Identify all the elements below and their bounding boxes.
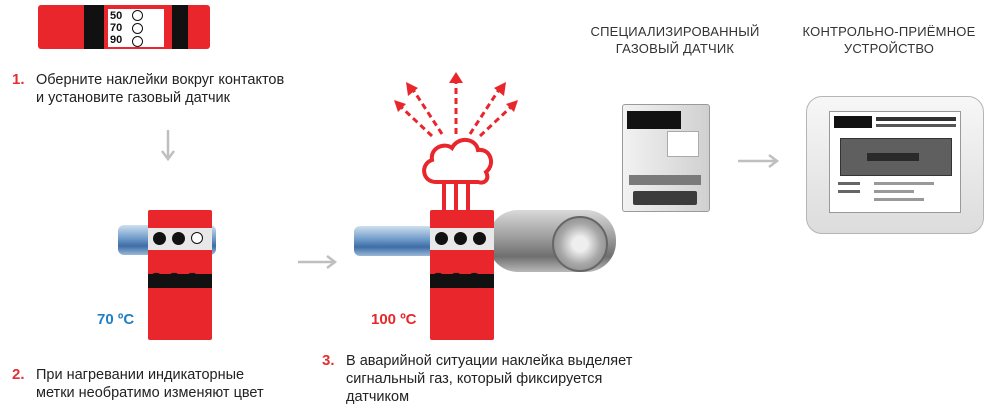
sensor-caption: СПЕЦИАЛИЗИРОВАННЫЙ ГАЗОВЫЙ ДАТЧИК bbox=[584, 23, 766, 57]
step2-line2: метки необратимо изменяют цвет bbox=[36, 385, 264, 401]
panel-screen-frame bbox=[829, 111, 961, 213]
panel-caption: КОНТРОЛЬНО-ПРИЁМНОЕ УСТРОЙСТВО bbox=[796, 23, 982, 57]
sticker-black-band bbox=[148, 274, 212, 288]
panel-display-digits bbox=[867, 153, 919, 161]
sticker-alarm-dot-70 bbox=[454, 232, 467, 245]
cable-right bbox=[354, 226, 444, 256]
panel-caption-line2: УСТРОЙСТВО bbox=[843, 41, 935, 56]
panel-logo-block bbox=[834, 116, 872, 128]
sticker-alarm-dot-90 bbox=[473, 232, 486, 245]
step1-line1: Оберните наклейки вокруг контактов bbox=[36, 72, 285, 88]
temp-100: 100 ºC bbox=[371, 311, 417, 328]
sticker-alarm-black-band bbox=[430, 274, 494, 288]
strip-dot-70 bbox=[132, 23, 143, 34]
arrow-right-icon bbox=[298, 255, 338, 269]
sticker-alarm-dot-band bbox=[430, 228, 494, 250]
sensor-label-black bbox=[627, 111, 681, 129]
sticker-alarm-dot-50 bbox=[435, 232, 448, 245]
panel-row-label-2 bbox=[838, 190, 860, 193]
step3-number: 3. bbox=[322, 352, 335, 369]
strip-label-area: 50 70 90 bbox=[108, 9, 164, 47]
sticker-dot-50 bbox=[153, 232, 166, 245]
sensor-din-rail bbox=[633, 191, 697, 205]
sticker-alarm: 50 70 90 bbox=[430, 210, 494, 340]
step1-line2: и установите газовый датчик bbox=[36, 90, 230, 106]
strip-band-left bbox=[84, 5, 104, 49]
panel-title-line bbox=[876, 117, 956, 121]
strip-mark-70: 70 bbox=[110, 22, 123, 34]
step3-text: В аварийной ситуации наклейка выделяет с… bbox=[346, 352, 632, 406]
sticker-dot-70 bbox=[172, 232, 185, 245]
gas-emission-icon bbox=[394, 72, 518, 212]
step3-line1: В аварийной ситуации наклейка выделяет bbox=[346, 353, 633, 369]
panel-row-value-2 bbox=[874, 190, 914, 193]
indicator-strip: 50 70 90 bbox=[38, 5, 210, 49]
sensor-label bbox=[667, 131, 699, 157]
panel-row-value-1 bbox=[874, 182, 934, 185]
gas-sensor-device bbox=[622, 104, 710, 212]
strip-mark-90: 90 bbox=[110, 34, 123, 46]
panel-subtitle-line bbox=[876, 124, 956, 127]
strip-band-right bbox=[172, 5, 188, 49]
sensor-caption-line1: СПЕЦИАЛИЗИРОВАННЫЙ bbox=[590, 24, 760, 39]
temp-70: 70 ºC bbox=[97, 311, 135, 328]
panel-display bbox=[840, 138, 952, 176]
sticker-heated: 50 70 90 bbox=[148, 210, 212, 340]
sensor-terminals bbox=[629, 175, 701, 185]
sticker-dot-band bbox=[148, 228, 212, 250]
panel-caption-line1: КОНТРОЛЬНО-ПРИЁМНОЕ bbox=[802, 24, 976, 39]
lug-bolt bbox=[552, 216, 608, 272]
sensor-caption-line2: ГАЗОВЫЙ ДАТЧИК bbox=[615, 41, 735, 56]
step2-text: При нагревании индикаторные метки необра… bbox=[36, 366, 264, 402]
arrow-down-icon bbox=[161, 130, 175, 162]
step2-line1: При нагревании индикаторные bbox=[36, 367, 245, 383]
step2-number: 2. bbox=[12, 366, 25, 383]
sticker-dot-90 bbox=[191, 232, 203, 244]
step1-text: Оберните наклейки вокруг контактов и уст… bbox=[36, 71, 284, 107]
panel-row-value-3 bbox=[874, 198, 924, 201]
step3-line3: датчиком bbox=[346, 389, 410, 405]
strip-dot-90 bbox=[132, 36, 143, 47]
panel-row-label-1 bbox=[838, 182, 860, 185]
strip-dot-50 bbox=[132, 10, 143, 21]
step1-number: 1. bbox=[12, 71, 25, 88]
arrow-right-icon-2 bbox=[738, 154, 780, 168]
step3-line2: сигнальный газ, который фиксируется bbox=[346, 371, 603, 387]
control-panel-device bbox=[806, 96, 984, 234]
strip-mark-50: 50 bbox=[110, 10, 123, 22]
